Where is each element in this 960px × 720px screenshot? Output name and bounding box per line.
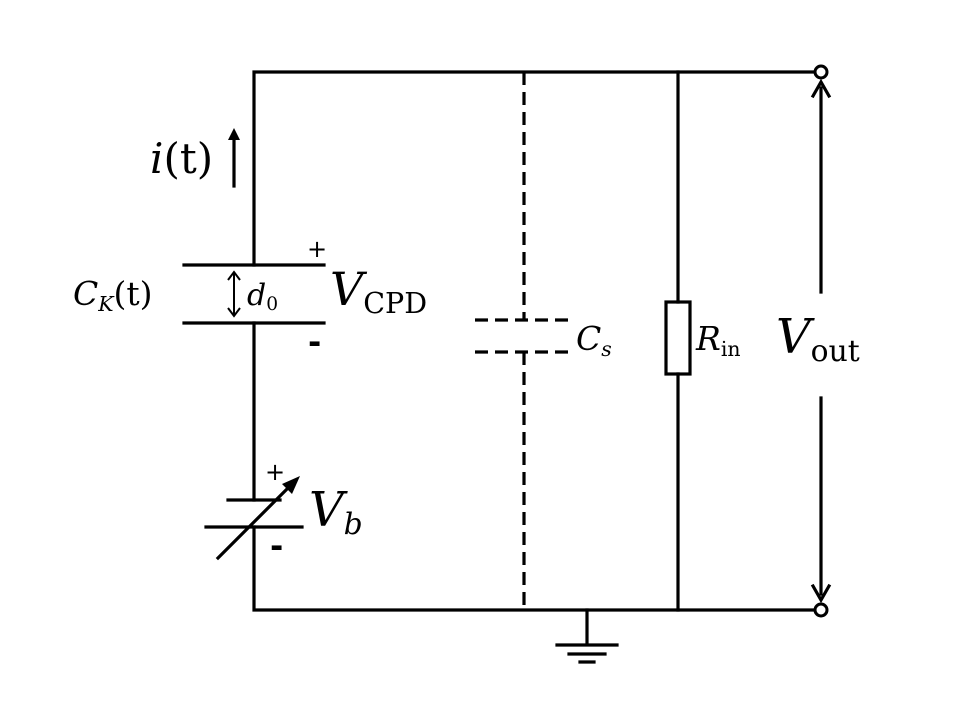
output-terminal-bottom[interactable] xyxy=(813,602,829,618)
vcpd-plus-sign: + xyxy=(307,235,328,263)
rin-resistor xyxy=(664,300,692,376)
vb-plus-sign: + xyxy=(265,458,286,486)
vcpd-label: VCPD xyxy=(330,262,428,320)
rin-label: Rin xyxy=(696,319,741,361)
d0-arrow-head-bottom xyxy=(227,307,241,318)
current-label: i(t) xyxy=(150,134,214,183)
vb-label: Vb xyxy=(309,482,363,543)
left-wire-bottom xyxy=(252,525,816,612)
output-terminal-top[interactable] xyxy=(813,64,829,80)
vout-label: Vout xyxy=(776,309,860,370)
d0-label: d0 xyxy=(247,278,279,316)
vout-arrow-head-bottom xyxy=(810,583,832,604)
vb-minus-sign: - xyxy=(270,527,284,565)
variable-arrow-head xyxy=(282,476,300,494)
current-arrow-head xyxy=(228,128,240,140)
top-wire xyxy=(252,70,816,267)
vout-arrow-head-top xyxy=(810,78,832,99)
vcpd-minus-sign: - xyxy=(308,323,322,361)
variable-arrow xyxy=(215,481,295,561)
cs-label: Cs xyxy=(576,319,612,361)
d0-arrow-head-top xyxy=(227,270,241,281)
ck-label: CK(t) xyxy=(73,274,153,316)
